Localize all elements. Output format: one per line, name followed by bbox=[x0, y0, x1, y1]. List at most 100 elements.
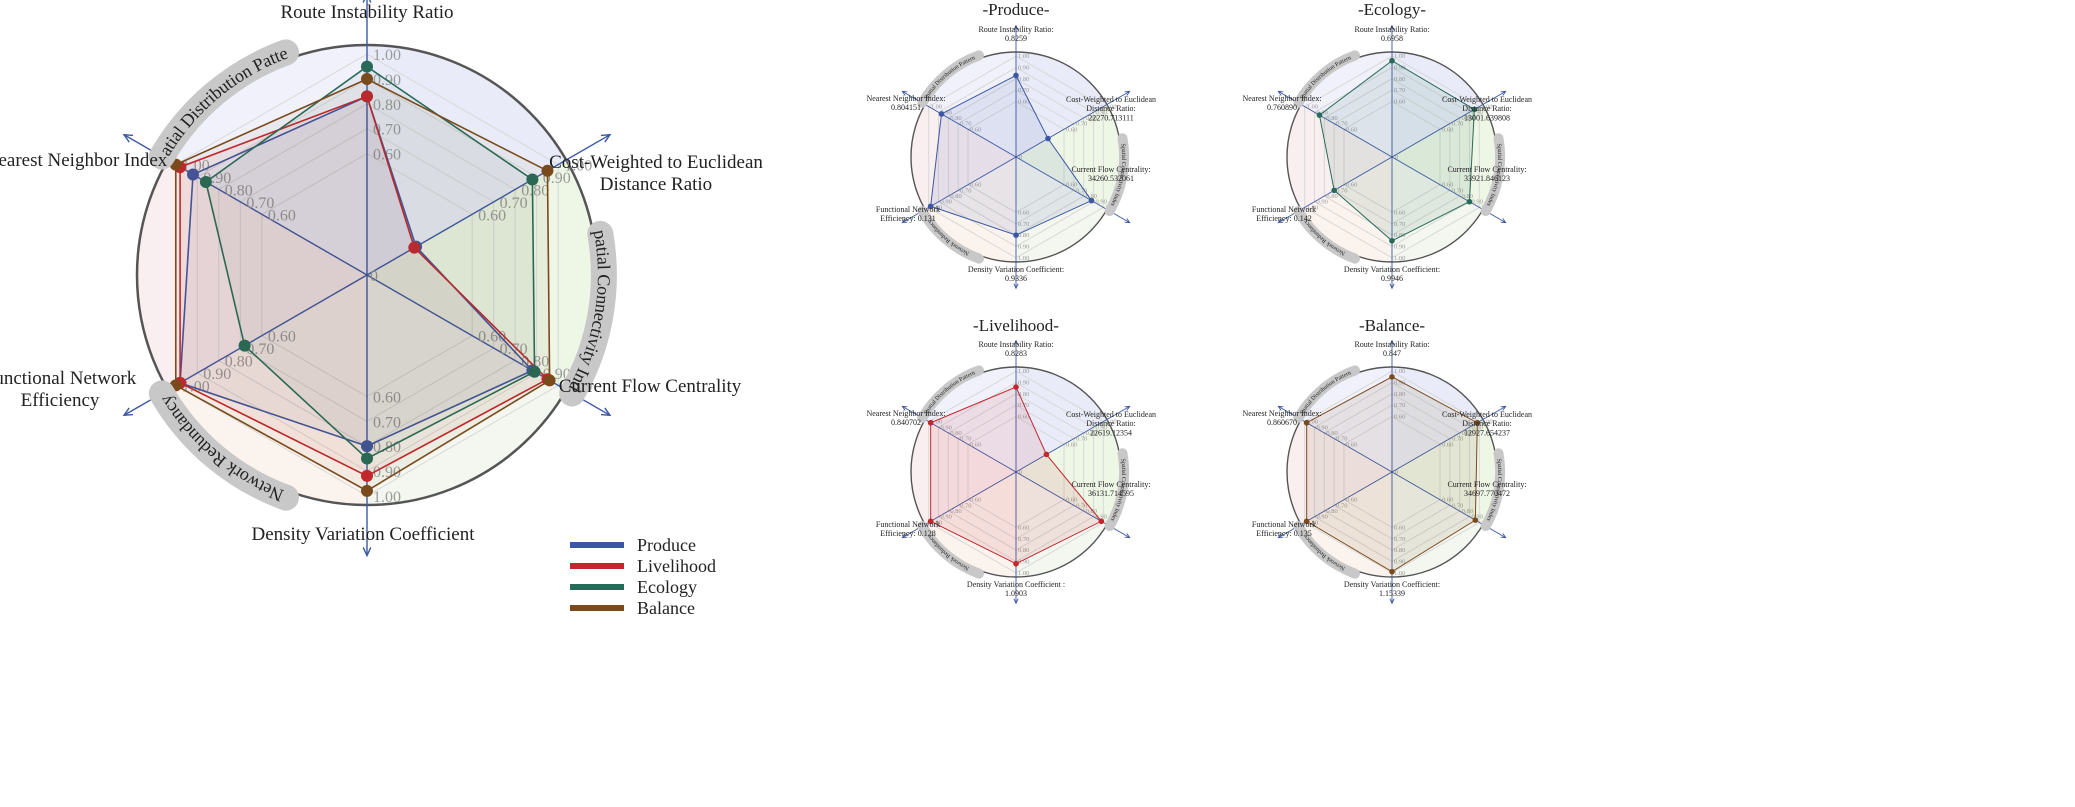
tick-label: 0.70 bbox=[1394, 87, 1405, 94]
tick-label: 0.70 bbox=[1076, 187, 1087, 194]
data-point-produce bbox=[927, 203, 934, 210]
data-point-ecology bbox=[1471, 106, 1478, 113]
tick-label: 0.80 bbox=[1086, 430, 1097, 437]
tick-label: 0.90 bbox=[1471, 514, 1482, 521]
tick-label: 1.00 bbox=[1481, 104, 1492, 111]
axis-arrow bbox=[1389, 339, 1395, 346]
small-chart-title: -Produce- bbox=[982, 0, 1049, 19]
small-radar-ecology: 0.600.600.600.600.600.600.700.700.700.70… bbox=[1277, 24, 1507, 290]
tick-label: 0.70 bbox=[1336, 502, 1347, 509]
data-point-livelihood bbox=[1013, 384, 1019, 390]
tick-label: 0 bbox=[1395, 154, 1398, 161]
tick-label: 0.70 bbox=[1076, 121, 1087, 128]
sector-shade bbox=[367, 160, 597, 390]
tick-label: 0.90 bbox=[1471, 109, 1482, 116]
small-radar-livelihood: 0.600.600.600.600.600.600.700.700.700.70… bbox=[901, 339, 1131, 605]
tick-label: 0.90 bbox=[1095, 199, 1106, 206]
tick-label: 0.60 bbox=[1018, 99, 1029, 106]
tick-label: 0.70 bbox=[1018, 536, 1029, 543]
tick-label: 0.80 bbox=[1394, 391, 1405, 398]
data-point-balance bbox=[1474, 419, 1481, 426]
tick-label: 0.70 bbox=[960, 436, 971, 443]
tick-label: 0.60 bbox=[1346, 182, 1357, 189]
small-axis-label: Current Flow Centrality:34697.770472 bbox=[1447, 480, 1526, 498]
big-axis-label: Route Instability Ratio bbox=[280, 2, 453, 23]
tick-label: 0.80 bbox=[1086, 193, 1097, 200]
sector-shade bbox=[1016, 157, 1107, 262]
tick-label: 0.90 bbox=[1394, 243, 1405, 250]
tick-label: 1.00 bbox=[1394, 53, 1405, 60]
legend-label: Livelihood bbox=[637, 556, 716, 576]
tick-label: 0.60 bbox=[1442, 497, 1453, 504]
tick-label: 0.90 bbox=[1394, 558, 1405, 565]
small-axis-label: Nearest Neighbor Index:0.804151 bbox=[866, 94, 945, 112]
tick-label: 0.70 bbox=[1394, 402, 1405, 409]
tick-label: 0.60 bbox=[478, 207, 506, 224]
small-axis-label: Route Instability Ratio:0.8259 bbox=[978, 25, 1053, 43]
small-axis-label: Nearest Neighbor Index:0.860670 bbox=[1242, 409, 1321, 427]
tick-label: 1.00 bbox=[1307, 419, 1318, 426]
data-point-balance bbox=[361, 73, 373, 86]
tick-label: 0.60 bbox=[970, 441, 981, 448]
tick-label: 0.90 bbox=[1018, 558, 1029, 565]
tick-label: 1.00 bbox=[931, 419, 942, 426]
tick-label: 0.80 bbox=[950, 115, 961, 122]
data-point-livelihood bbox=[408, 241, 421, 254]
data-point-livelihood bbox=[927, 518, 934, 525]
group-band bbox=[917, 521, 985, 579]
tick-label: 0.80 bbox=[225, 354, 253, 371]
axis-arrow bbox=[901, 405, 908, 411]
tick-label: 1.00 bbox=[1394, 570, 1405, 577]
data-point-livelihood bbox=[361, 469, 373, 482]
tick-label: 0.90 bbox=[1317, 199, 1328, 206]
tick-label: 0.60 bbox=[1394, 99, 1405, 106]
tick-label: 0 bbox=[1019, 469, 1022, 476]
tick-label: 1.00 bbox=[373, 489, 401, 506]
legend-swatch-livelihood bbox=[570, 563, 624, 569]
data-point-produce bbox=[1013, 72, 1019, 79]
data-point-livelihood bbox=[1098, 518, 1105, 525]
tick-label: 0.60 bbox=[1066, 182, 1077, 189]
small-axis-label: Density Variation Coefficient:0.9946 bbox=[1344, 265, 1440, 283]
axis-line bbox=[1391, 405, 1506, 473]
tick-label: 0.60 bbox=[1394, 414, 1405, 421]
data-point-produce bbox=[1045, 135, 1051, 142]
data-point-produce bbox=[938, 111, 945, 117]
legend-swatch-ecology bbox=[570, 584, 624, 590]
tick-label: 0.60 bbox=[1066, 441, 1077, 448]
tick-label: 1.00 bbox=[1105, 104, 1116, 111]
legend-swatch-produce bbox=[570, 542, 624, 548]
tick-label: 0.80 bbox=[1086, 115, 1097, 122]
sector-shade bbox=[1016, 472, 1107, 577]
sector-shade bbox=[367, 45, 567, 275]
big-axis-label: Density Variation Coefficient bbox=[251, 524, 475, 545]
tick-label: 0.60 bbox=[478, 329, 506, 346]
tick-label: 0.70 bbox=[960, 121, 971, 128]
group-band bbox=[917, 365, 985, 423]
tick-label: 0.80 bbox=[1018, 76, 1029, 83]
tick-label: 0 bbox=[1395, 469, 1398, 476]
tick-label: 0.70 bbox=[1394, 221, 1405, 228]
tick-label: 0.60 bbox=[1018, 524, 1029, 531]
tick-label: 0.70 bbox=[1018, 402, 1029, 409]
group-band bbox=[148, 39, 299, 170]
tick-label: 0.80 bbox=[1018, 391, 1029, 398]
tick-label: 1.00 bbox=[931, 519, 942, 526]
tick-label: 0.70 bbox=[1452, 121, 1463, 128]
axis-arrow bbox=[1500, 90, 1507, 96]
tick-label: 0.60 bbox=[268, 207, 296, 224]
tick-label: 0.80 bbox=[1462, 193, 1473, 200]
small-radar-balance: 0.600.600.600.600.600.600.700.700.700.70… bbox=[1277, 339, 1507, 605]
tick-label: 0.90 bbox=[941, 514, 952, 521]
data-point-produce bbox=[186, 168, 199, 181]
data-point-ecology bbox=[361, 60, 373, 73]
group-band bbox=[148, 380, 299, 511]
sector-shade bbox=[1392, 52, 1483, 157]
tick-label: 0.80 bbox=[225, 182, 253, 199]
axis-arrow bbox=[1389, 24, 1395, 31]
